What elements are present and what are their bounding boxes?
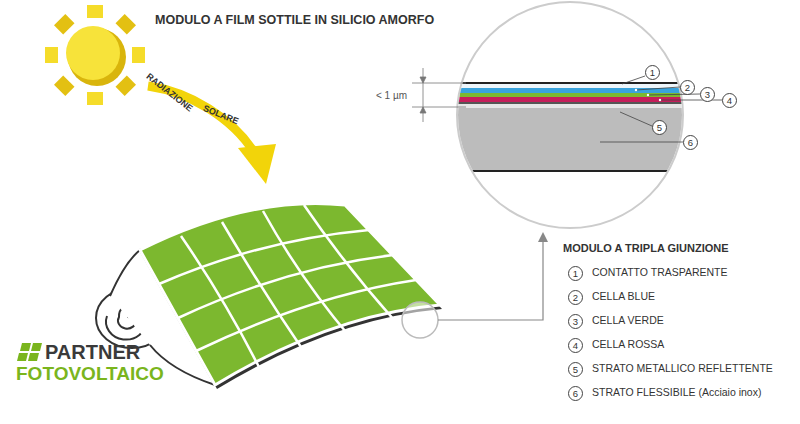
callout-number: 4 bbox=[568, 338, 583, 353]
pointer-line bbox=[438, 240, 543, 320]
legend-heading: MODULO A TRIPLA GIUNZIONE bbox=[563, 242, 729, 254]
dimension bbox=[412, 68, 466, 122]
callout-number: 1 bbox=[645, 65, 660, 80]
callout-number: 3 bbox=[568, 314, 583, 329]
thin-film-panel bbox=[140, 203, 442, 389]
legend-text: CELLA ROSSA bbox=[592, 339, 664, 351]
sun-ray bbox=[116, 14, 137, 35]
pointer-head bbox=[538, 232, 548, 242]
logo-icon bbox=[17, 343, 42, 361]
arrow-label: SOLARE bbox=[201, 104, 239, 127]
callout-number: 6 bbox=[683, 135, 698, 150]
callout-number: 3 bbox=[700, 87, 715, 102]
sun-ray bbox=[116, 76, 137, 97]
diagram-title: MODULO A FILM SOTTILE IN SILICIO AMORFO bbox=[155, 14, 434, 28]
leader-lines bbox=[600, 76, 722, 142]
sun-ray bbox=[54, 14, 75, 35]
legend-text: STRATO METALLICO REFLETTENTE bbox=[592, 363, 773, 375]
callout-number: 1 bbox=[568, 266, 583, 281]
callout-number: 6 bbox=[568, 386, 583, 401]
callout-number: 2 bbox=[568, 290, 583, 305]
logo-text: FOTOVOLTAICO bbox=[16, 364, 164, 385]
legend-text: STRATO FLESSIBILE (Acciaio inox) bbox=[592, 387, 761, 399]
sun-ray bbox=[45, 47, 58, 63]
dimension-label: < 1 µm bbox=[376, 90, 407, 101]
sun bbox=[45, 5, 145, 105]
leader-dots bbox=[635, 89, 661, 101]
sun-ray bbox=[87, 5, 103, 18]
sun-ray bbox=[87, 92, 103, 105]
logo-text: PARTNER bbox=[45, 341, 140, 363]
callout-number: 2 bbox=[680, 80, 695, 95]
sun-ray bbox=[54, 76, 75, 97]
arrow-head bbox=[238, 144, 276, 184]
legend-text: CONTATTO TRASPARENTE bbox=[592, 267, 728, 279]
sun-ray bbox=[132, 47, 145, 63]
legend-text: CELLA VERDE bbox=[592, 315, 664, 327]
callout-number: 4 bbox=[722, 93, 737, 108]
legend-text: CELLA BLUE bbox=[592, 291, 655, 303]
callout-number: 5 bbox=[568, 362, 583, 377]
layer-stack bbox=[440, 82, 710, 172]
callout-number: 5 bbox=[652, 120, 667, 135]
magnifier bbox=[402, 302, 438, 338]
